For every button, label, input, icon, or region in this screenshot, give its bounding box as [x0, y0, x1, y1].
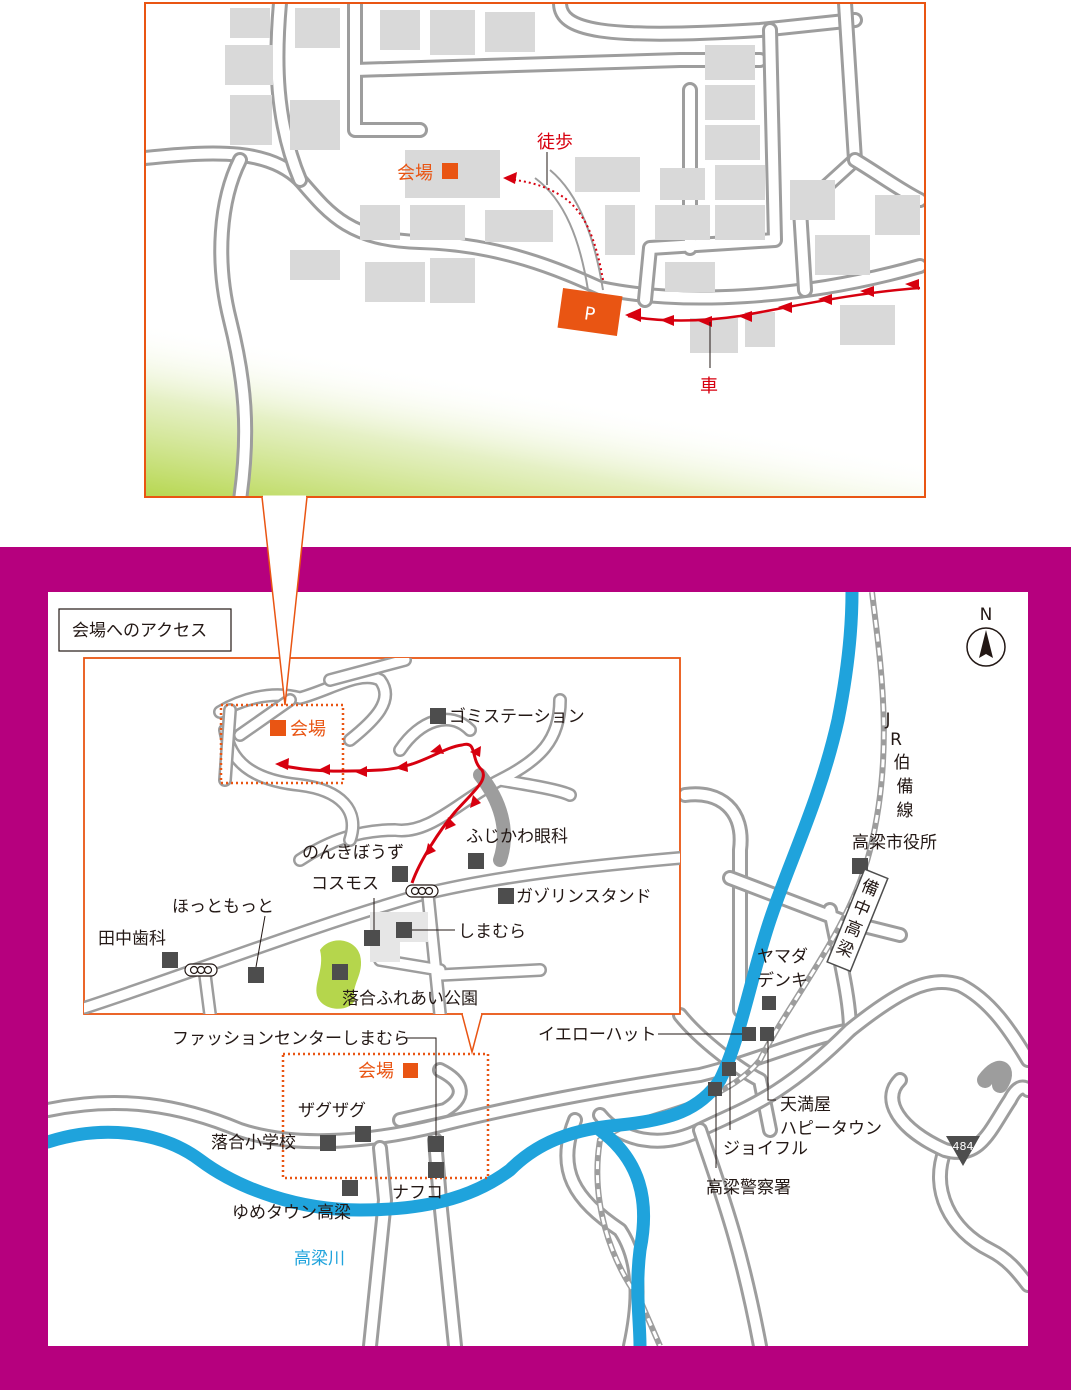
overview-leader-lines [405, 1033, 776, 1168]
rail-line-label: J R 伯 備 線 [884, 710, 913, 821]
inset-shops [162, 708, 514, 983]
inset-route-arrows [275, 744, 481, 856]
parking-label: P [583, 303, 597, 325]
label-hotto-motto: ほっともっと [172, 897, 274, 917]
detail-callout [261, 496, 308, 706]
inset-venue-marker [270, 720, 286, 736]
svg-text:484: 484 [953, 1140, 974, 1153]
overview-map: 会場 ファッションセンターしまむら ザグザグ 落合小学校 ナフコ [48, 592, 1028, 1346]
label-tenmaya: 天満屋 [780, 1095, 831, 1115]
traffic-light-1 [405, 884, 439, 898]
label-youme-town: ゆめタウン高梁 [232, 1203, 351, 1223]
label-gas-station: ガゾリンスタンド [516, 887, 652, 907]
venue-area-box [281, 1052, 490, 1180]
svg-text:備: 備 [858, 876, 881, 901]
label-joyfull: ジョイフル [723, 1139, 808, 1159]
label-zagzag: ザグザグ [298, 1101, 366, 1121]
svg-text:高: 高 [842, 917, 865, 942]
label-denki: デンキ [757, 970, 808, 991]
svg-text:伯: 伯 [894, 753, 911, 773]
overview-venue-label: 会場 [358, 1061, 394, 1082]
label-gomi-station: ゴミステーション [449, 706, 585, 727]
label-shimamura: しまむら [458, 922, 526, 942]
svg-text:J: J [884, 710, 890, 730]
label-tanaka-dental: 田中歯科 [98, 929, 166, 949]
detail-venue-label: 会場 [397, 163, 433, 184]
walk-label: 徒歩 [537, 132, 573, 153]
overview-venue-marker [403, 1063, 418, 1078]
label-fashion-center-shimamura: ファッションセンターしまむら [172, 1029, 410, 1049]
car-label: 車 [700, 376, 718, 397]
label-yamada: ヤマダ [757, 947, 808, 967]
svg-text:備: 備 [897, 777, 914, 797]
inset-venue-label: 会場 [290, 719, 326, 740]
detail-map: P 徒歩 車 会場 [144, 2, 926, 498]
detail-map-border [144, 2, 926, 498]
inset-leader-lines [255, 898, 455, 968]
label-ochiai-elementary: 落合小学校 [211, 1133, 296, 1153]
label-yellow-hat: イエローハット [538, 1025, 657, 1045]
inset-venue-box [219, 703, 345, 785]
traffic-light-2 [184, 963, 218, 977]
label-nonki-bozu: のんきぼうず [302, 843, 404, 863]
svg-text:線: 線 [897, 801, 914, 821]
map-title: 会場へのアクセス [72, 621, 207, 641]
parking-marker: P [557, 288, 623, 336]
river [48, 592, 859, 1217]
svg-text:中: 中 [850, 896, 873, 921]
car-route-arrows [625, 279, 919, 327]
label-ochiai-park: 落合ふれあい公園 [342, 989, 478, 1009]
svg-text:R: R [890, 730, 902, 750]
label-city-hall: 高梁市役所 [852, 833, 937, 853]
north-label: N [980, 605, 993, 625]
label-nafco: ナフコ [392, 1183, 443, 1203]
label-takahashi-river: 高梁川 [294, 1249, 345, 1269]
frame-top-left [0, 547, 145, 592]
map-title-box [58, 608, 232, 652]
walk-arrow-head [503, 172, 517, 184]
north-compass: N [966, 605, 1006, 667]
inset-pointer [461, 1013, 483, 1055]
overview-shops [320, 858, 868, 1196]
label-police-station: 高梁警察署 [706, 1178, 791, 1198]
route-484-sign: 484 [946, 1136, 980, 1166]
grass-area [146, 300, 924, 496]
inset-map: 会場 [83, 657, 681, 1055]
svg-text:梁: 梁 [833, 937, 856, 962]
label-fujikawa-eye: ふじかわ眼科 [466, 827, 568, 847]
river-branch [593, 1123, 651, 1346]
label-happy-town: ハピータウン [780, 1119, 882, 1139]
station-sign: 備 中 高 梁 [826, 868, 889, 973]
detail-venue-marker [442, 163, 458, 179]
label-cosmos: コスモス [311, 874, 379, 894]
railway-line [594, 592, 887, 1346]
